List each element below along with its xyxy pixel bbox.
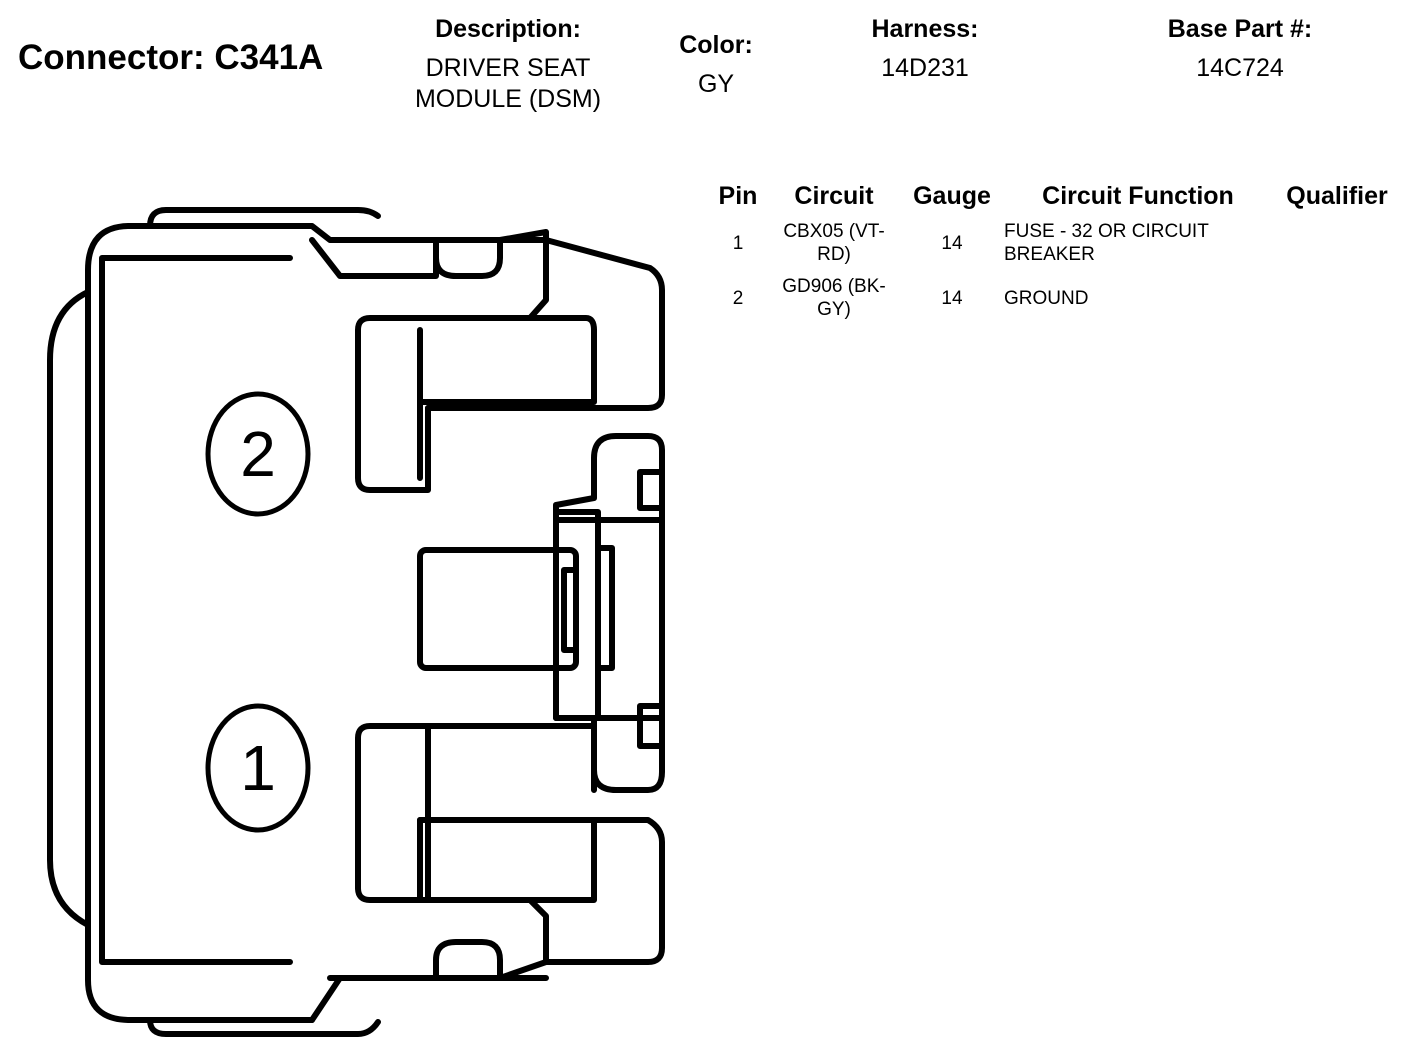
pin-1-circle [205, 703, 311, 833]
column-header-gauge: Gauge [913, 182, 991, 210]
middle-block [417, 547, 579, 671]
color-value: GY [697, 70, 735, 98]
pin-label-2: 2 [240, 418, 276, 490]
pin-label-1: 1 [240, 732, 276, 804]
top-tab [309, 237, 439, 279]
function-cell: GROUND [1004, 288, 1089, 309]
side-latch [47, 289, 91, 928]
right-latch-lower [591, 715, 665, 793]
gauge-cell: 14 [941, 288, 963, 309]
bottom-tab [309, 939, 549, 1023]
column-header-pin: Pin [718, 182, 758, 210]
base-part-label: Base Part #: [1167, 15, 1313, 43]
column-header-circuit: Circuit [794, 182, 874, 210]
harness-value: 14D231 [881, 54, 969, 82]
pin-cell: 2 [732, 288, 744, 309]
function-cell: FUSE - 32 OR CIRCUIT BREAKER [1004, 221, 1209, 265]
description-value: DRIVER SEAT MODULE (DSM) [414, 54, 602, 113]
circuit-cell: CBX05 (VT-RD) [783, 221, 885, 265]
terminal-cavity-1 [355, 723, 597, 903]
connector-body [127, 223, 665, 411]
pin-2-circle [205, 391, 311, 517]
connector-title: Connector: C341A [18, 38, 324, 77]
terminal-cavity-2 [417, 327, 597, 481]
pin-cell: 1 [732, 233, 744, 254]
connector-drawing [47, 207, 665, 1037]
harness-label: Harness: [871, 15, 979, 43]
column-header-qualifier: Qualifier [1286, 182, 1388, 210]
column-header-circuit-function: Circuit Function [1042, 182, 1234, 210]
base-part-value: 14C724 [1196, 54, 1284, 82]
color-label: Color: [679, 31, 753, 59]
description-label: Description: [435, 15, 581, 43]
gauge-cell: 14 [941, 233, 963, 254]
circuit-cell: GD906 (BK-GY) [782, 276, 886, 320]
